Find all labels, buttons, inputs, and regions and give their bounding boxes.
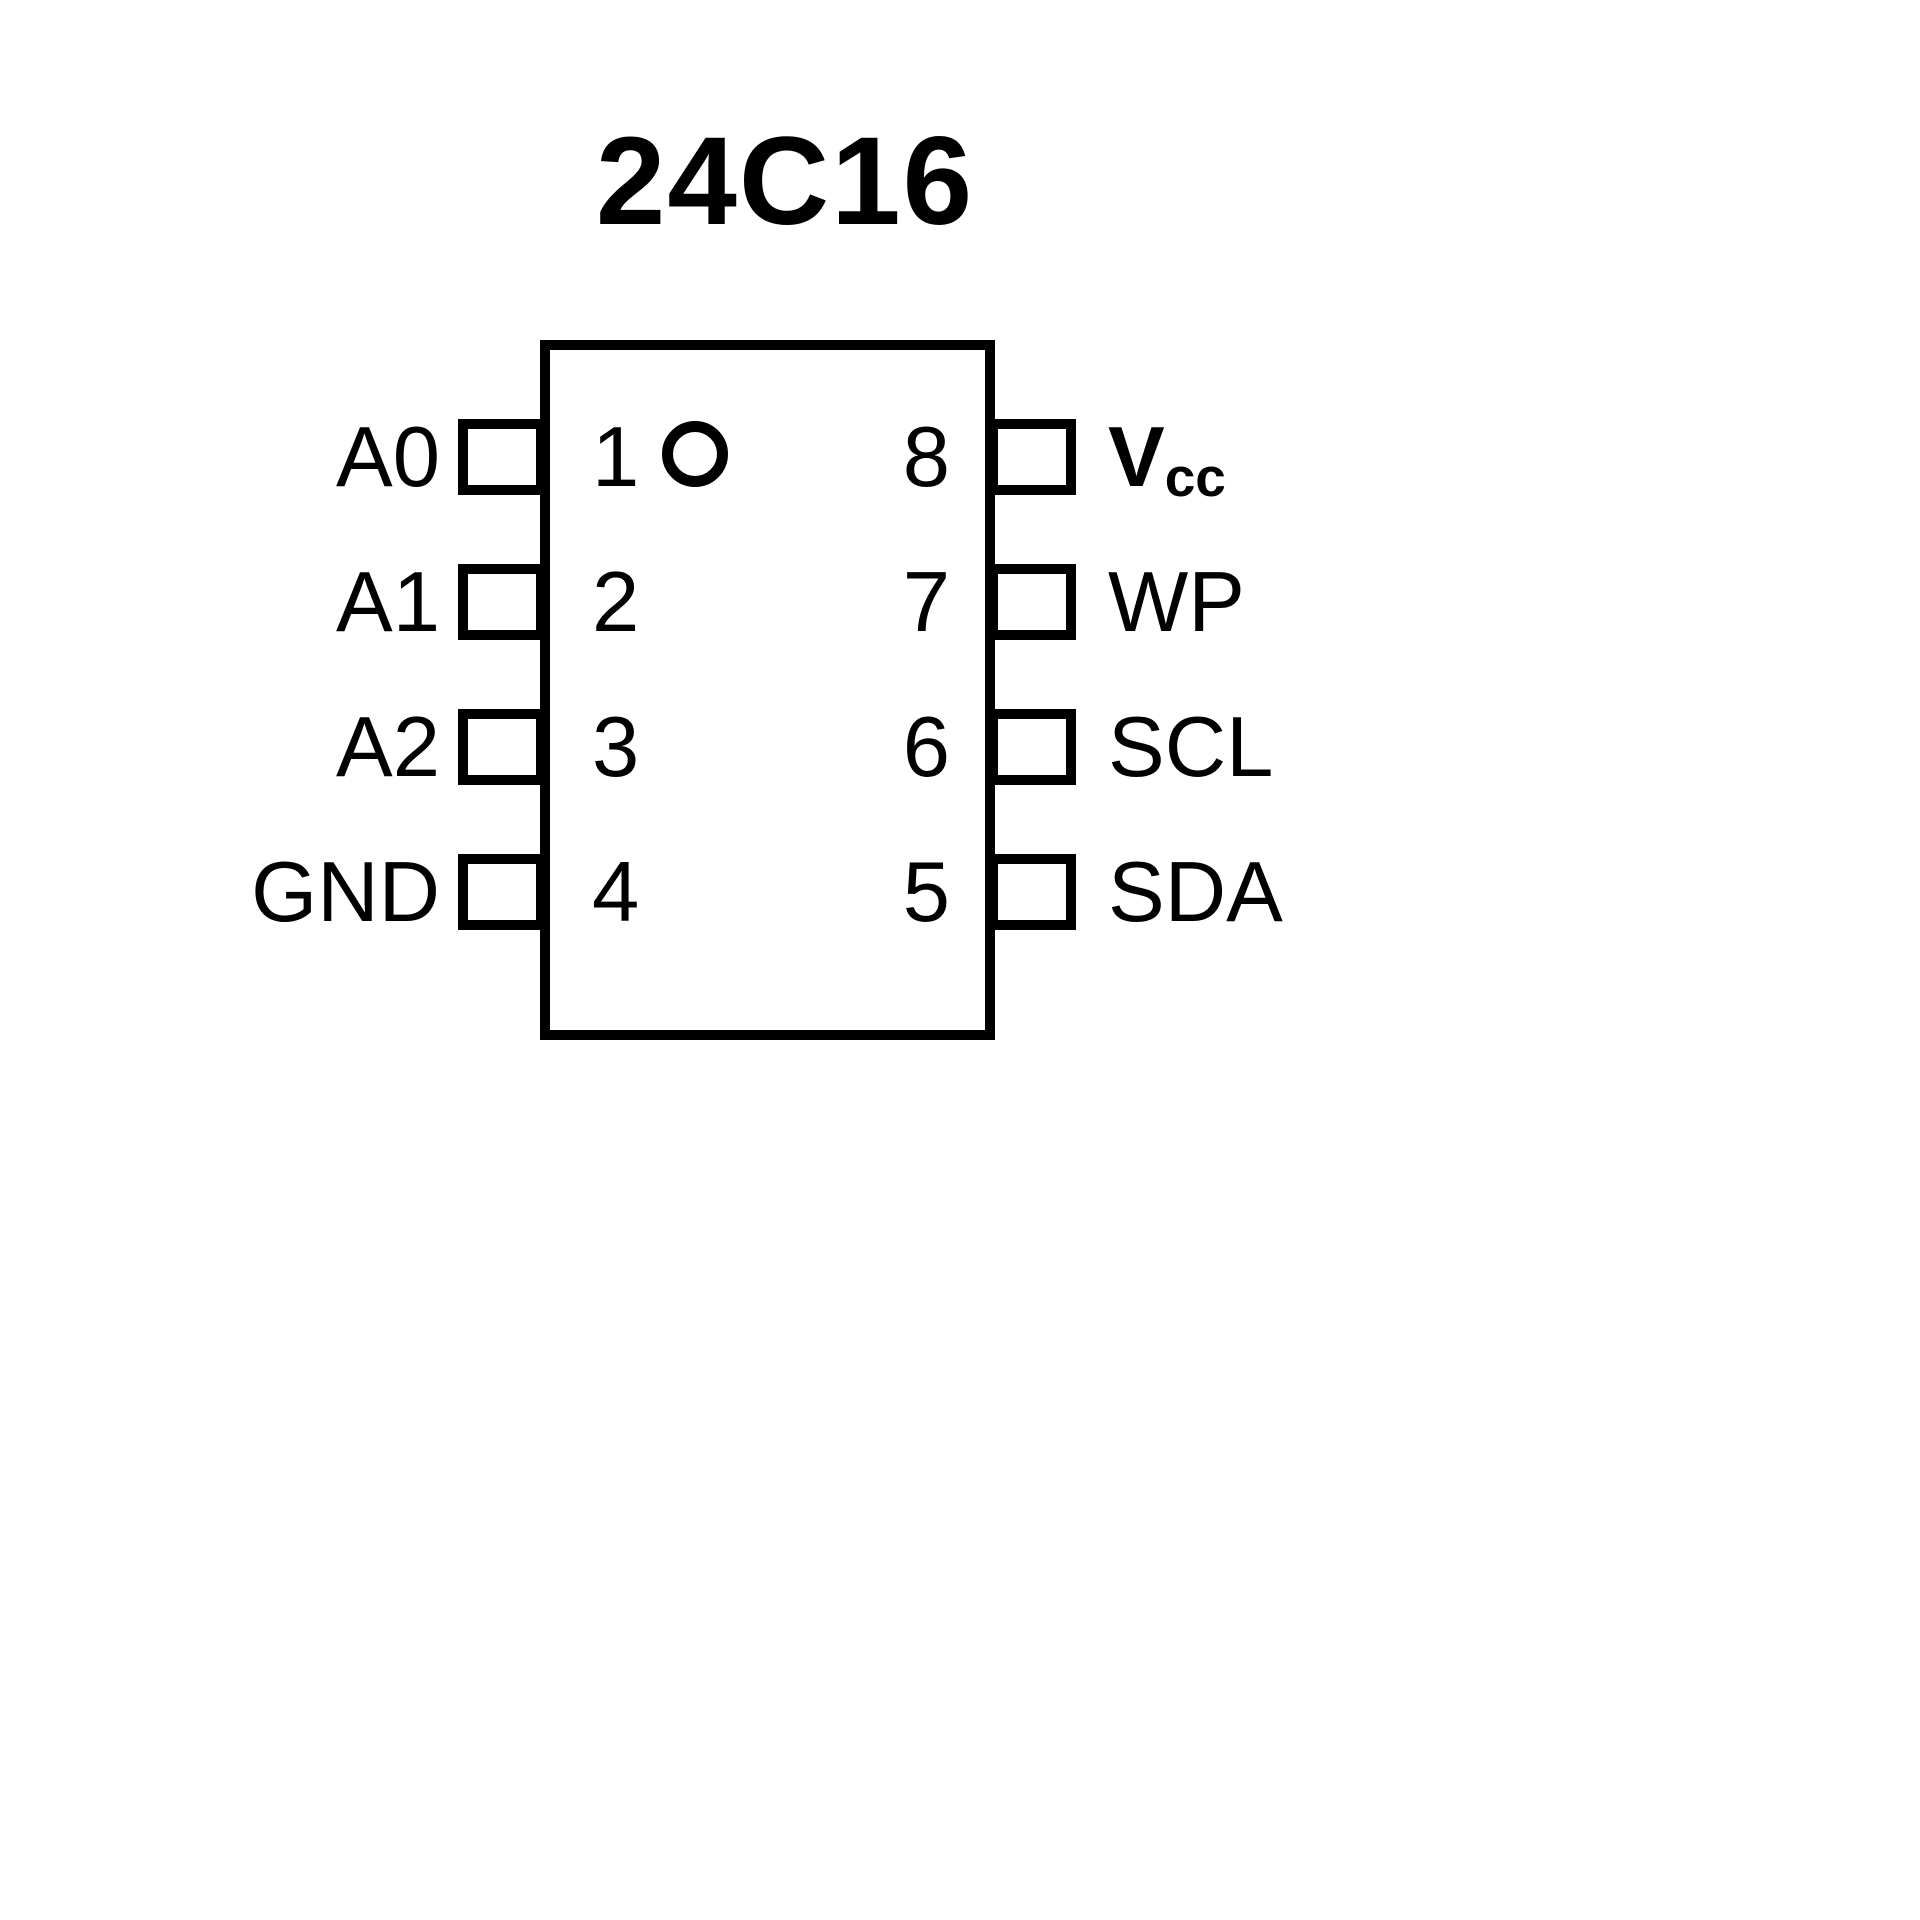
pin-rect-6 [988,709,1076,785]
pin-label-wp: WP [1108,555,1245,650]
pin-rect-7 [988,564,1076,640]
pin-rect-4 [458,854,546,930]
pin-rect-3 [458,709,546,785]
vcc-subscript: cc [1164,446,1226,508]
vcc-main: V [1108,410,1165,505]
pin-number-5: 5 [902,845,950,940]
pin-number-3: 3 [592,700,640,795]
pin-label-a2: A2 [336,700,440,795]
pin-label-sda: SDA [1108,845,1283,940]
pin-label-a1: A1 [336,555,440,650]
pin-label-gnd: GND [251,845,440,940]
pin-number-2: 2 [592,555,640,650]
pin1-indicator-icon [662,421,728,487]
pin-label-scl: SCL [1108,700,1274,795]
pin-rect-5 [988,854,1076,930]
pin-number-1: 1 [592,410,640,505]
pin-number-7: 7 [902,555,950,650]
pin-number-4: 4 [592,845,640,940]
pin-label-vcc: Vcc [1108,415,1226,510]
pin-rect-1 [458,419,546,495]
pin-number-6: 6 [902,700,950,795]
pin-rect-2 [458,564,546,640]
pin-number-8: 8 [902,410,950,505]
pin-rect-8 [988,419,1076,495]
chip-title: 24C16 [595,112,975,251]
chip-body [540,340,995,1040]
pin-label-a0: A0 [336,410,440,505]
